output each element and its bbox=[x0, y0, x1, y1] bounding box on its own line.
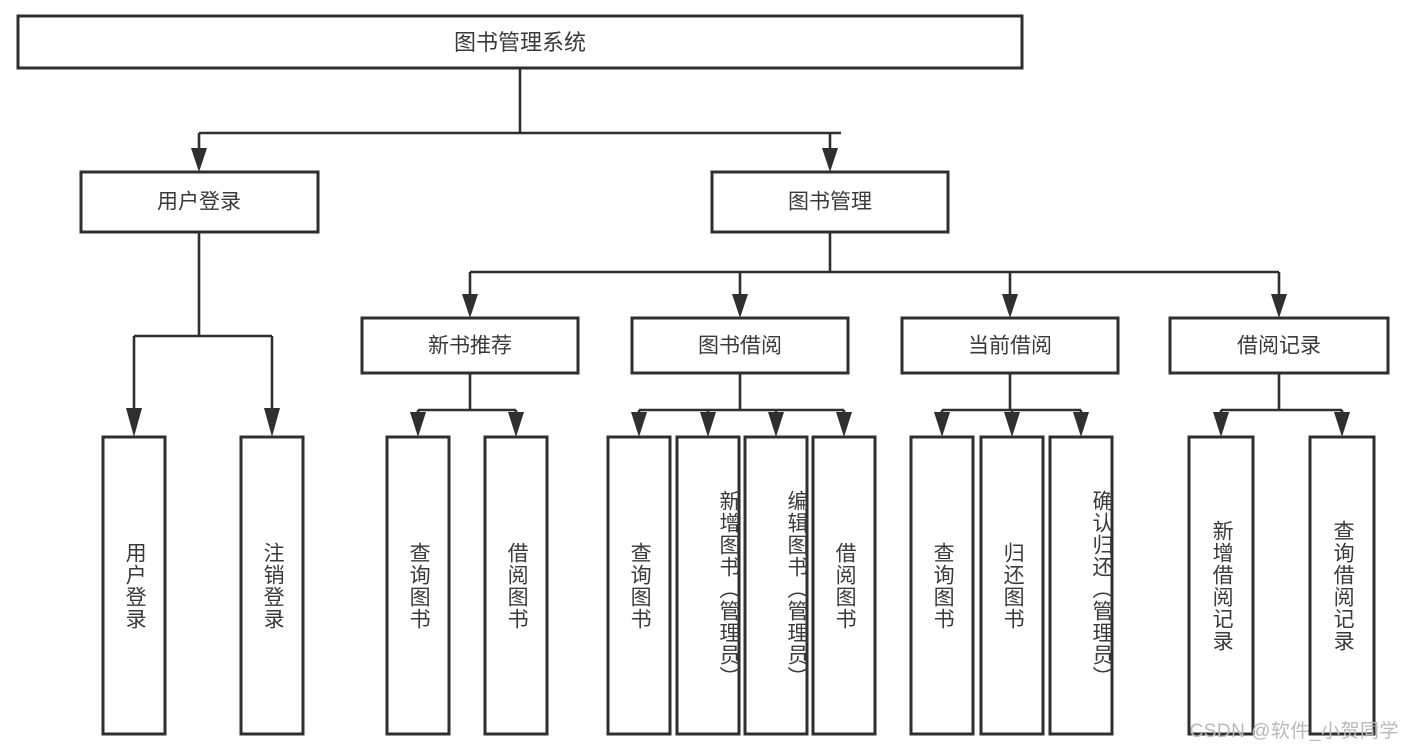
node-book-borrow[interactable]: 图书借阅 bbox=[630, 316, 850, 375]
node-book-borrow-box[interactable] bbox=[630, 316, 850, 375]
connector-group-book-borrow bbox=[631, 373, 852, 437]
arrow-to-leaf-query-borrow-record bbox=[1334, 412, 1350, 437]
node-user-login-box[interactable] bbox=[79, 170, 320, 234]
arrow-to-leaf-return-book bbox=[1004, 412, 1020, 437]
arrow-to-leaf-user-login bbox=[126, 408, 142, 437]
node-current-borrow[interactable]: 当前借阅 bbox=[900, 316, 1120, 375]
node-current-borrow-box[interactable] bbox=[900, 316, 1120, 375]
arrow-to-leaf-borrow-book-1 bbox=[508, 412, 524, 437]
leaf-user-login-box[interactable] bbox=[101, 435, 167, 736]
leaf-borrow-book-1-box[interactable] bbox=[483, 435, 549, 736]
leaf-query-book-2-box[interactable] bbox=[606, 435, 672, 736]
connector-group-user-login bbox=[126, 232, 280, 437]
node-book-manage-box[interactable] bbox=[710, 170, 950, 234]
arrow-to-leaf-add-borrow-record bbox=[1213, 412, 1229, 437]
node-user-login-label: 用户登录 bbox=[157, 191, 241, 214]
leaf-query-borrow-record-box[interactable] bbox=[1308, 435, 1376, 736]
leaf-query-book-1-box[interactable] bbox=[385, 435, 451, 736]
leaf-return-book-box[interactable] bbox=[979, 435, 1045, 736]
arrow-to-book-manage bbox=[822, 148, 838, 172]
node-root-box[interactable] bbox=[16, 14, 1024, 70]
connector-group-current-borrow bbox=[934, 373, 1089, 437]
arrow-to-leaf-edit-book-admin bbox=[768, 412, 784, 437]
leaf-boxes bbox=[101, 435, 1376, 736]
arrow-to-current-borrow bbox=[1002, 294, 1018, 318]
node-new-book-recommend-label: 新书推荐 bbox=[428, 335, 512, 358]
arrow-to-leaf-query-book-2 bbox=[631, 412, 647, 437]
node-root[interactable]: 图书管理系统 bbox=[16, 14, 1024, 70]
node-book-borrow-label: 图书借阅 bbox=[698, 335, 782, 358]
arrow-to-leaf-logout bbox=[264, 408, 280, 437]
connector-group-root bbox=[191, 68, 841, 172]
node-current-borrow-label: 当前借阅 bbox=[968, 335, 1052, 358]
arrow-to-leaf-confirm-return-admin bbox=[1073, 412, 1089, 437]
connector-group-new-book-recommend bbox=[410, 373, 524, 437]
leaf-logout-box[interactable] bbox=[239, 435, 305, 736]
leaf-edit-book-admin-box[interactable] bbox=[743, 435, 809, 736]
leaf-confirm-return-admin-box[interactable] bbox=[1048, 435, 1114, 736]
arrow-to-leaf-add-book-admin bbox=[700, 412, 716, 437]
node-user-login[interactable]: 用户登录 bbox=[79, 170, 320, 234]
arrow-to-leaf-borrow-book-2 bbox=[836, 412, 852, 437]
node-book-manage-label: 图书管理 bbox=[788, 191, 872, 214]
csdn-watermark: CSDN @软件_小贺同学 bbox=[1189, 721, 1399, 742]
arrow-to-leaf-query-book-1 bbox=[410, 412, 426, 437]
node-new-book-recommend[interactable]: 新书推荐 bbox=[360, 316, 580, 375]
leaf-add-book-admin-box[interactable] bbox=[675, 435, 741, 736]
connector-group-borrow-record bbox=[1213, 373, 1350, 437]
node-new-book-recommend-box[interactable] bbox=[360, 316, 580, 375]
arrow-to-leaf-query-book-3 bbox=[934, 412, 950, 437]
node-root-label: 图书管理系统 bbox=[454, 30, 586, 55]
arrow-to-user-login bbox=[191, 148, 207, 172]
node-borrow-record-label: 借阅记录 bbox=[1237, 335, 1321, 358]
arrow-to-borrow-record bbox=[1271, 294, 1287, 318]
node-borrow-record-box[interactable] bbox=[1168, 316, 1390, 375]
leaf-add-borrow-record-box[interactable] bbox=[1187, 435, 1255, 736]
arrow-to-new-book-recommend bbox=[462, 294, 478, 318]
leaf-borrow-book-2-box[interactable] bbox=[811, 435, 877, 736]
arrow-to-book-borrow bbox=[732, 294, 748, 318]
leaf-query-book-3-box[interactable] bbox=[909, 435, 975, 736]
node-book-manage[interactable]: 图书管理 bbox=[710, 170, 950, 234]
node-borrow-record[interactable]: 借阅记录 bbox=[1168, 316, 1390, 375]
connector-group-book-manage bbox=[462, 232, 1287, 318]
